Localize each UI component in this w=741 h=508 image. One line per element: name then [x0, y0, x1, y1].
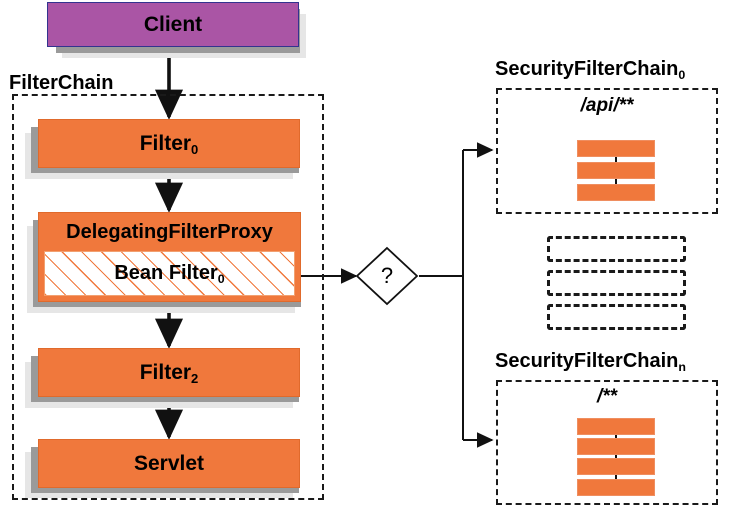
- filterchain-group-label: FilterChain: [9, 72, 114, 94]
- chain0-filter-bar[interactable]: [577, 162, 655, 179]
- chainn-filter-connector: [615, 424, 617, 486]
- securityfilterchain0-subscript: 0: [678, 67, 686, 82]
- filter0-subscript: 0: [191, 141, 199, 157]
- decision-node[interactable]: ?: [357, 248, 417, 304]
- dfp-title-label: DelegatingFilterProxy: [66, 220, 273, 243]
- delegating-filter-proxy-box[interactable]: DelegatingFilterProxy Bean Filter0: [38, 212, 301, 302]
- bean-filter-label: Bean Filter0: [114, 262, 225, 286]
- securityfilterchainn-title: SecurityFilterChainn: [495, 350, 686, 374]
- securityfilterchainn-subscript: n: [678, 359, 686, 374]
- securityfilterchain0-pattern: /api/**: [580, 95, 634, 116]
- placeholder-chain-slot: [547, 304, 686, 330]
- servlet-label: Servlet: [133, 451, 205, 475]
- bean-filter-subscript: 0: [217, 271, 225, 286]
- filter2-box[interactable]: Filter2: [38, 348, 300, 397]
- chain0-filter-bar[interactable]: [577, 184, 655, 201]
- client-label: Client: [143, 12, 203, 36]
- securityfilterchainn-boundary: [496, 380, 718, 505]
- placeholder-chain-slot: [547, 270, 686, 296]
- chainn-filter-bar[interactable]: [577, 418, 655, 435]
- securityfilterchainn-pattern: /**: [596, 386, 618, 407]
- placeholder-chain-slot: [547, 236, 686, 262]
- filter0-box[interactable]: Filter0: [38, 119, 300, 168]
- chainn-filter-bar[interactable]: [577, 438, 655, 455]
- chainn-filter-bar[interactable]: [577, 458, 655, 475]
- client-box[interactable]: Client: [47, 2, 299, 47]
- decision-label: ?: [380, 263, 394, 288]
- chain0-filter-bar[interactable]: [577, 140, 655, 157]
- securityfilterchain0-boundary: [496, 88, 718, 214]
- securityfilterchain0-title: SecurityFilterChain0: [495, 58, 686, 82]
- filter2-subscript: 2: [191, 370, 199, 386]
- filter2-label: Filter2: [139, 360, 199, 386]
- bean-filter-box[interactable]: Bean Filter0: [44, 251, 295, 296]
- filterchain-group-boundary: [12, 94, 324, 500]
- chainn-filter-bar[interactable]: [577, 479, 655, 496]
- filter0-label: Filter0: [139, 131, 199, 157]
- servlet-box[interactable]: Servlet: [38, 439, 300, 488]
